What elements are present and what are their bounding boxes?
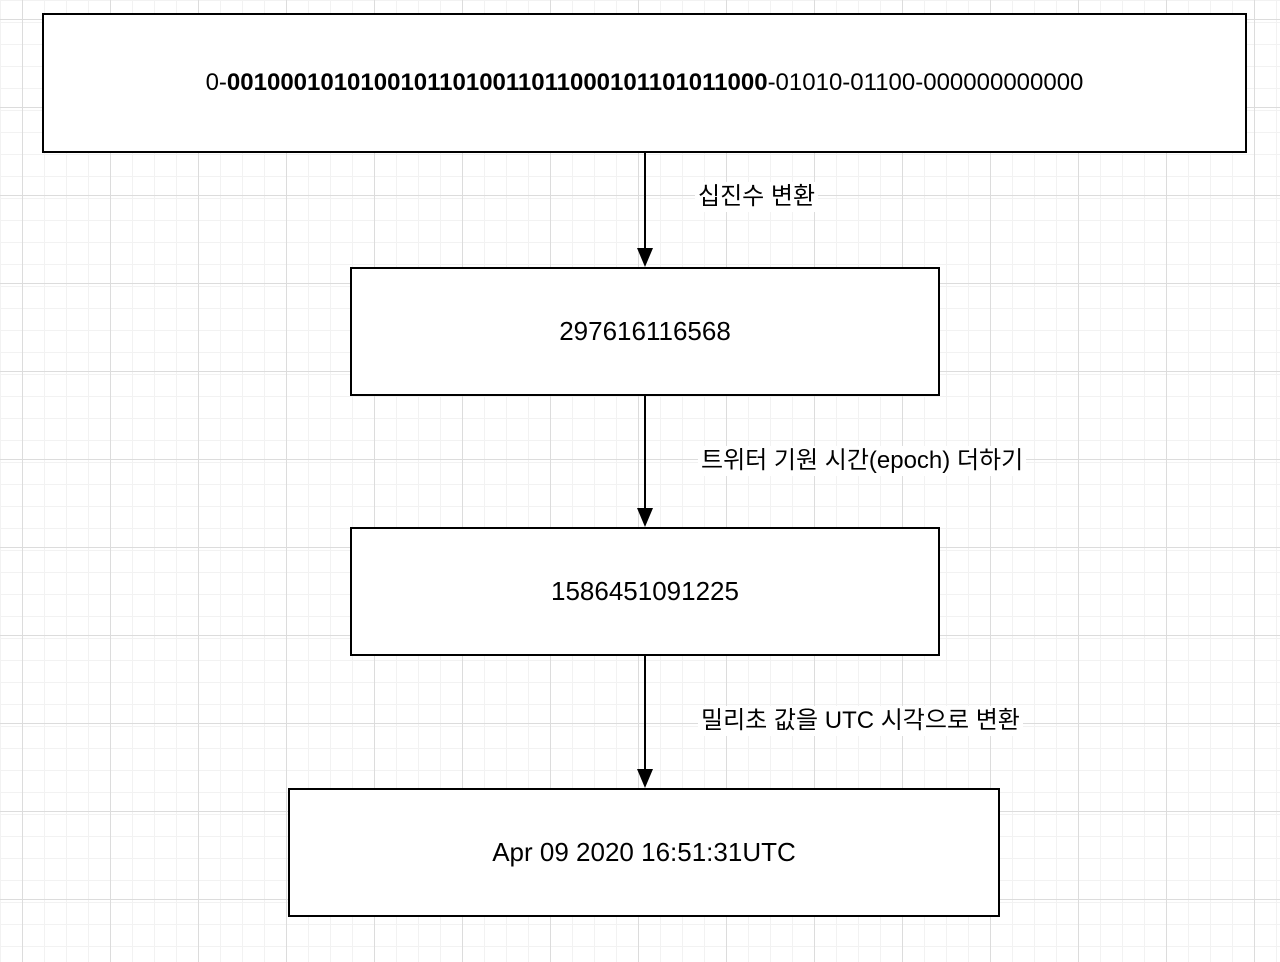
decimal-timestamp-value: 297616116568 [559, 316, 731, 346]
arrowhead-down-icon [637, 769, 653, 788]
utc-datetime-value: Apr 09 2020 16:51:31UTC [492, 837, 796, 867]
arrow-epoch-to-utc-line [644, 656, 646, 770]
arrowhead-down-icon [637, 248, 653, 267]
node-decimal-timestamp: 297616116568 [350, 267, 940, 396]
binary-suffix-bits: -01010-01100-000000000000 [767, 69, 1084, 96]
binary-sign-prefix: 0- [205, 69, 227, 96]
node-epoch-milliseconds: 1586451091225 [350, 527, 940, 656]
arrow-decimal-to-epoch-line [644, 396, 646, 509]
edge-label-decimal-conversion: 십진수 변환 [695, 182, 819, 212]
edge-label-add-epoch: 트위터 기원 시간(epoch) 더하기 [698, 446, 1027, 476]
edge-label-utc-conversion: 밀리초 값을 UTC 시각으로 변환 [698, 706, 1023, 736]
binary-string: 0-00100010101001011010011011000101101011… [206, 69, 1084, 97]
epoch-milliseconds-value: 1586451091225 [551, 576, 739, 606]
binary-timestamp-bits: 0010001010100101101001101100010110101100… [226, 69, 768, 96]
arrowhead-down-icon [637, 508, 653, 527]
node-snowflake-binary: 0-00100010101001011010011011000101101011… [42, 13, 1247, 153]
node-utc-datetime: Apr 09 2020 16:51:31UTC [288, 788, 1000, 917]
arrow-binary-to-decimal-line [644, 153, 646, 249]
